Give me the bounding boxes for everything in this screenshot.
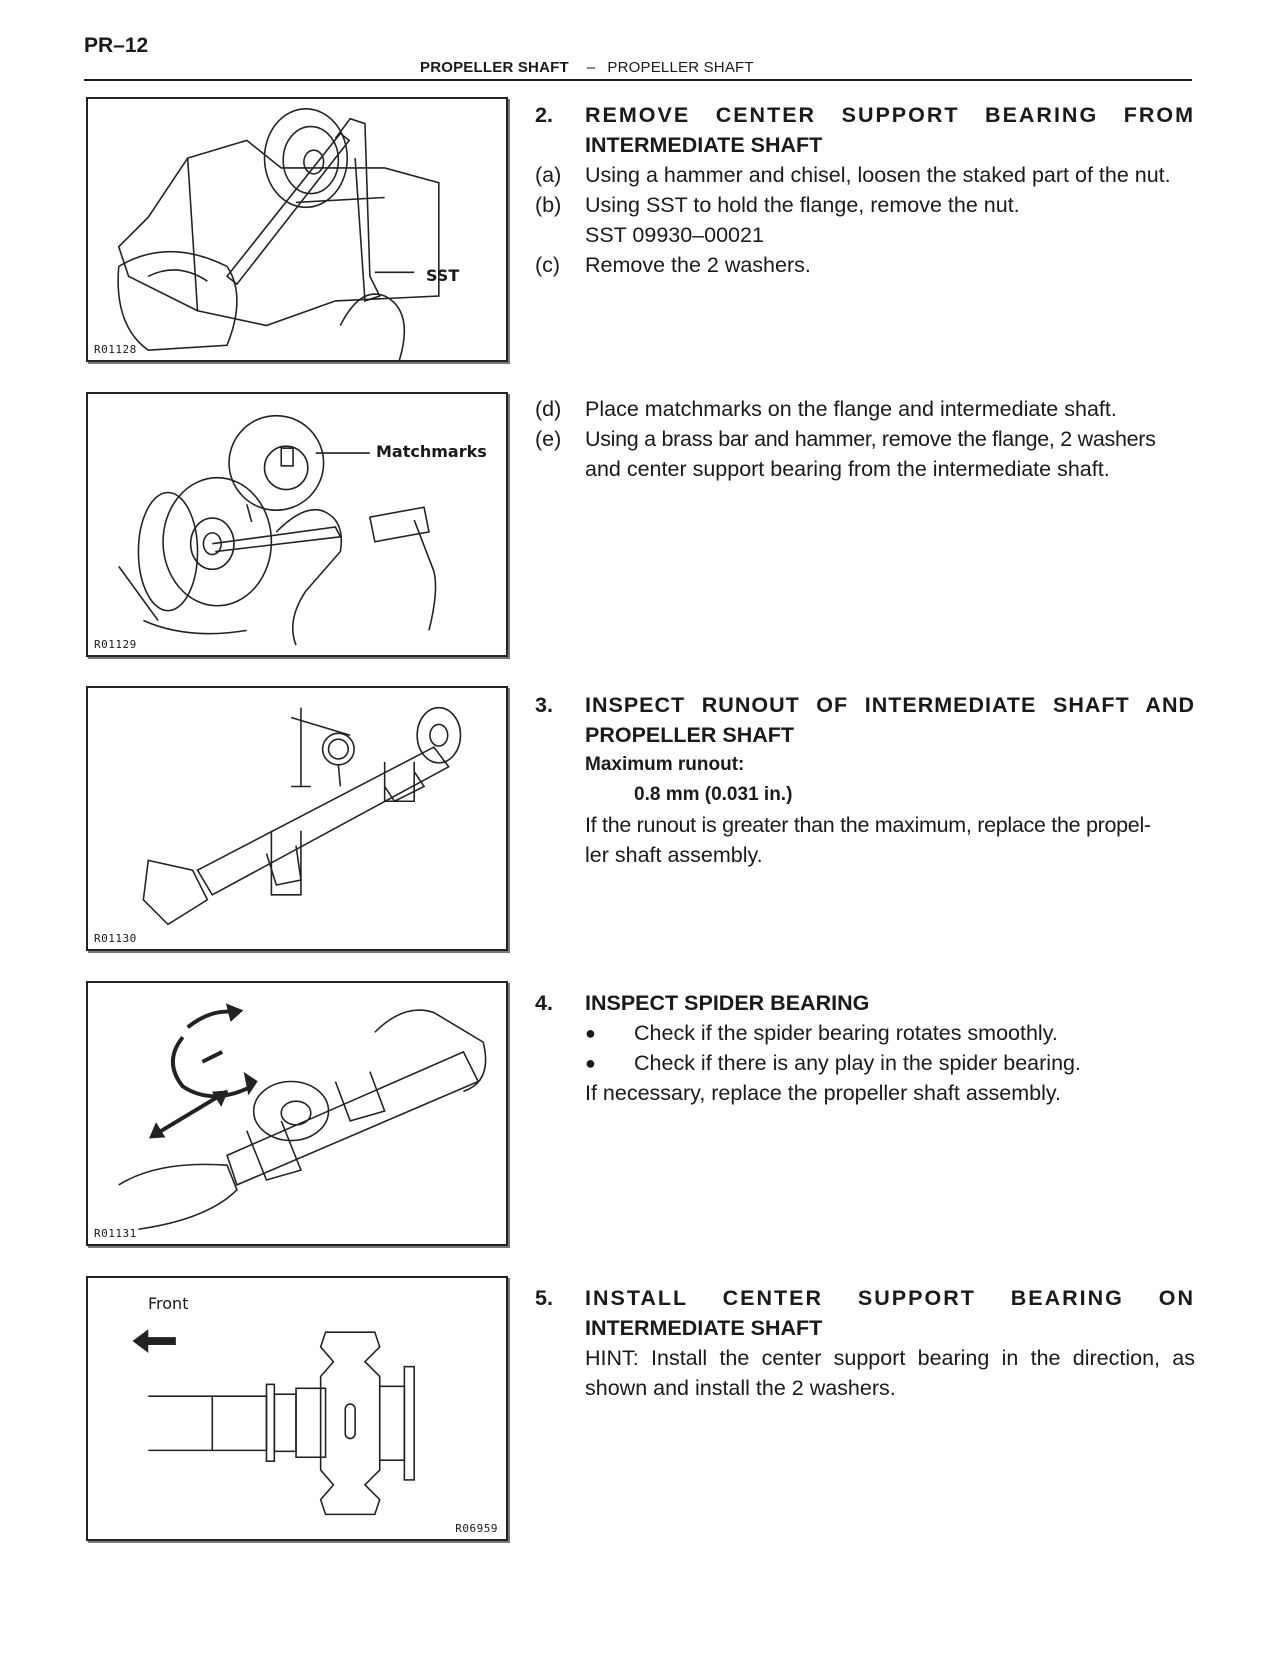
- step-title-continued: INTERMEDIATE SHAFT: [585, 133, 823, 157]
- figure-callout-matchmarks: Matchmarks: [376, 442, 487, 461]
- spec-label: Maximum runout:: [585, 754, 745, 775]
- brass-bar-and-hammer-illustration: [118, 414, 437, 646]
- substep-text-continued: and center support bearing from the inte…: [585, 457, 1110, 481]
- step-number: 5.: [535, 1286, 553, 1310]
- substep-label: (b): [535, 193, 562, 217]
- figure-code: R01131: [94, 1227, 137, 1240]
- wrench-and-sst-holding-flange-illustration: [117, 108, 440, 360]
- step-title-continued: INTERMEDIATE SHAFT: [585, 1316, 823, 1340]
- figure-runout: R01130: [86, 686, 508, 951]
- figure-code: R01130: [94, 932, 137, 945]
- bullet-text: Check if there is any play in the spider…: [634, 1051, 1081, 1075]
- substep-label: (a): [535, 163, 562, 187]
- step-number: 3.: [535, 693, 553, 717]
- center-support-bearing-direction-illustration: [132, 1329, 415, 1516]
- substep-text: Using a brass bar and hammer, remove the…: [585, 427, 1156, 451]
- figure-spider-bearing: R01131: [86, 981, 508, 1246]
- step-title-continued: PROPELLER SHAFT: [585, 723, 795, 747]
- bullet-text: Check if the spider bearing rotates smoo…: [634, 1021, 1058, 1045]
- hint-text: HINT: Install the center support bearing…: [585, 1346, 1195, 1370]
- step-2: 2. REMOVE CENTER SUPPORT BEARING FROM IN…: [535, 100, 1195, 280]
- substep-label: (d): [535, 397, 562, 421]
- step-title: INSPECT SPIDER BEARING: [585, 991, 870, 1015]
- step-title: REMOVE CENTER SUPPORT BEARING FROM: [585, 103, 1195, 127]
- figure-callout-sst: SST: [426, 266, 460, 285]
- sst-number: SST 09930–00021: [585, 223, 764, 247]
- figure-sst-wrench: SST R01128: [86, 97, 508, 362]
- substep-text: Using SST to hold the flange, remove the…: [585, 193, 1020, 217]
- step-5: 5. INSTALL CENTER SUPPORT BEARING ON INT…: [535, 1283, 1195, 1403]
- header-rule: [84, 79, 1192, 81]
- step-text-continued: ler shaft assembly.: [585, 843, 763, 867]
- running-head-subsection: PROPELLER SHAFT: [607, 59, 754, 76]
- running-head: PROPELLER SHAFT–PROPELLER SHAFT: [420, 59, 754, 76]
- running-head-separator: –: [586, 59, 596, 76]
- figure-callout-front: Front: [148, 1294, 189, 1313]
- step-3: 3. INSPECT RUNOUT OF INTERMEDIATE SHAFT …: [535, 690, 1195, 870]
- substep-label: (e): [535, 427, 562, 451]
- figure-code: R06959: [455, 1522, 498, 1535]
- running-head-section: PROPELLER SHAFT: [420, 59, 569, 76]
- substep-text: Remove the 2 washers.: [585, 253, 811, 277]
- step-title: INSTALL CENTER SUPPORT BEARING ON: [585, 1286, 1195, 1310]
- spider-bearing-check-illustration: [118, 1003, 487, 1231]
- step-number: 4.: [535, 991, 553, 1015]
- step-2-continued: (d) Place matchmarks on the flange and i…: [535, 394, 1195, 484]
- step-text: If the runout is greater than the maximu…: [585, 813, 1151, 837]
- hint-text-continued: shown and install the 2 washers.: [585, 1376, 896, 1400]
- page-number: PR–12: [84, 34, 149, 57]
- bullet-icon: ●: [585, 1023, 596, 1043]
- step-title: INSPECT RUNOUT OF INTERMEDIATE SHAFT AND: [585, 693, 1195, 717]
- figure-code: R01128: [94, 343, 137, 356]
- figure-bearing-direction: Front R06959: [86, 1276, 508, 1541]
- substep-label: (c): [535, 253, 561, 277]
- bullet-icon: ●: [585, 1053, 596, 1073]
- figure-code: R01129: [94, 638, 137, 651]
- figure-matchmarks: Matchmarks R01129: [86, 392, 508, 657]
- step-4: 4. INSPECT SPIDER BEARING ● Check if the…: [535, 988, 1195, 1108]
- substep-text: Using a hammer and chisel, loosen the st…: [585, 163, 1171, 187]
- substep-text: Place matchmarks on the flange and inter…: [585, 397, 1117, 421]
- spec-value: 0.8 mm (0.031 in.): [634, 784, 793, 805]
- step-text: If necessary, replace the propeller shaf…: [585, 1081, 1062, 1105]
- step-number: 2.: [535, 103, 553, 127]
- dial-indicator-on-shaft-illustration: [142, 706, 462, 926]
